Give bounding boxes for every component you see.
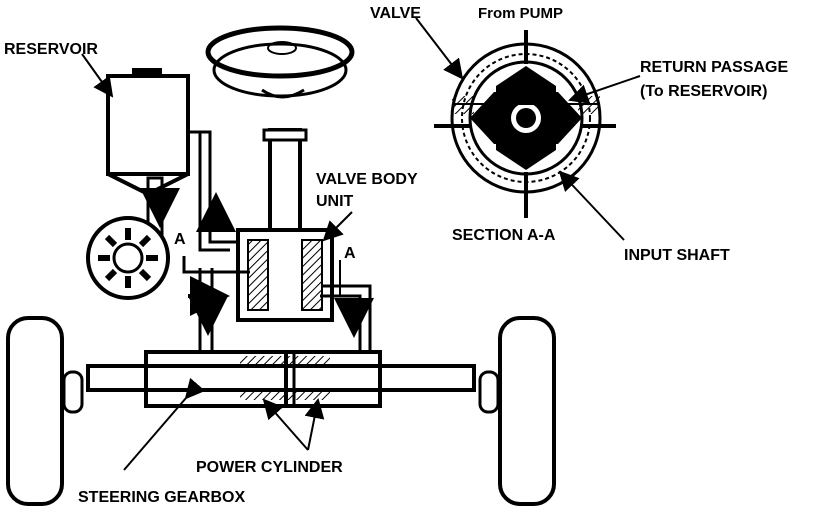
left-wheel <box>6 316 84 506</box>
to-reservoir-label: (To RESERVOIR) <box>640 83 768 100</box>
power-cylinder-label: POWER CYLINDER <box>196 459 343 476</box>
input-shaft-label: INPUT SHAFT <box>624 247 730 264</box>
leader-lines <box>81 17 641 471</box>
valve-body-unit <box>182 128 372 350</box>
flow-arrows <box>140 188 374 338</box>
valve-label: VALVE <box>370 5 421 22</box>
reservoir-label: RESERVOIR <box>4 41 98 58</box>
steering-wheel <box>205 25 355 99</box>
valve-body-unit-label: UNIT <box>316 193 354 210</box>
section-marker-left: A <box>174 231 186 248</box>
valve-body-label: VALVE BODY <box>316 171 418 188</box>
section-a-a-valve <box>434 30 616 218</box>
steering-gearbox-label: STEERING GEARBOX <box>78 489 246 506</box>
pump <box>86 216 170 300</box>
steering-gearbox <box>86 350 476 408</box>
section-a-a-label: SECTION A-A <box>452 227 556 244</box>
from-pump-label: From PUMP <box>478 5 564 22</box>
return-passage-label: RETURN PASSAGE <box>640 59 789 76</box>
right-wheel <box>478 316 556 506</box>
section-marker-right: A <box>344 245 356 262</box>
